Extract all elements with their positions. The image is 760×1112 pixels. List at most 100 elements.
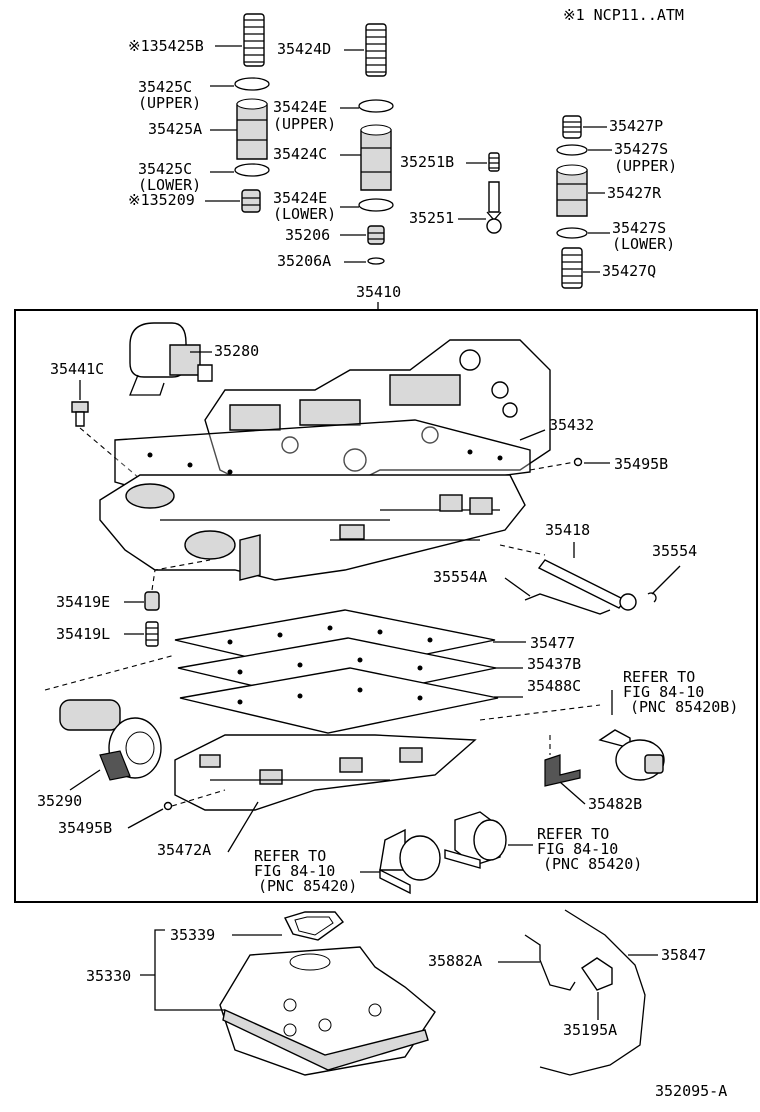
o-ring-35424E-upper: [358, 99, 394, 113]
tube-35847: [539, 909, 646, 1076]
label-135209: ※135209: [128, 191, 195, 209]
label-35290: 35290: [37, 792, 82, 810]
refer-note-3-line2: FIG 84-10: [537, 840, 618, 858]
pin-35418: [537, 559, 637, 611]
o-ring-35427S-lower: [556, 227, 588, 239]
sleeve-35424C: [360, 124, 392, 191]
label-35472A: 35472A: [157, 841, 211, 859]
check-ball-35495B-top: [573, 457, 583, 467]
label-35424E-upper: 35424E: [273, 98, 327, 116]
gasket-35339: [284, 911, 345, 941]
label-35427P: 35427P: [609, 117, 663, 135]
plate-35472A: [174, 734, 477, 811]
rod-35554A: [524, 593, 611, 615]
refer-note-2-line3: (PNC 85420): [258, 877, 357, 895]
sleeve-35427R: [556, 164, 588, 217]
label-35419L: 35419L: [56, 625, 110, 643]
label-35425C-upper-pos: (UPPER): [138, 94, 201, 112]
solenoid-85420-left: [379, 828, 441, 895]
label-35427S-upper-pos: (UPPER): [614, 157, 677, 175]
label-35251B: 35251B: [400, 153, 454, 171]
plug-35206: [367, 225, 385, 245]
clip-35554: [647, 592, 657, 603]
solenoid-85420B: [598, 729, 665, 781]
label-35554A: 35554A: [433, 568, 487, 586]
spring-35425B: [243, 13, 265, 67]
label-35427S-lower: 35427S: [612, 219, 666, 237]
label-35251: 35251: [409, 209, 454, 227]
sleeve-35425A: [236, 98, 268, 160]
label-35427S-lower-pos: (LOWER): [612, 235, 675, 253]
label-35425C-upper: 35425C: [138, 78, 192, 96]
assembly-frame: [14, 309, 758, 903]
refer-note-1-line1: REFER TO: [623, 668, 695, 686]
spring-35427P: [562, 115, 582, 139]
label-35424E-upper-pos: (UPPER): [273, 115, 336, 133]
label-35441C: 35441C: [50, 360, 104, 378]
check-ball-35495B-bottom: [163, 801, 173, 811]
label-35488C: 35488C: [527, 677, 581, 695]
refer-note-1-line3: (PNC 85420B): [630, 698, 738, 716]
bolt-35441C: [71, 401, 89, 427]
figure-code: 352095-A: [655, 1082, 727, 1100]
spring-35427Q: [561, 247, 583, 289]
label-35437B: 35437B: [527, 655, 581, 673]
valve-35419E: [144, 591, 160, 611]
label-35425C-lower-pos: (LOWER): [138, 176, 201, 194]
bracket-35482B: [544, 754, 581, 787]
o-ring-35425C-lower: [234, 163, 270, 177]
label-35847: 35847: [661, 946, 706, 964]
label-35425A: 35425A: [148, 120, 202, 138]
label-35425B: ※135425B: [128, 37, 204, 55]
label-35424E-lower: 35424E: [273, 189, 327, 207]
upper-valve-body: [204, 339, 551, 491]
plug-135209: [241, 189, 261, 213]
label-35432: 35432: [549, 416, 594, 434]
label-35339: 35339: [170, 926, 215, 944]
label-35418: 35418: [545, 521, 590, 539]
spring-35251B: [488, 152, 500, 172]
o-ring-35425C-upper: [234, 77, 270, 91]
valve-35251: [486, 181, 502, 234]
bracket-35330: [140, 929, 225, 1011]
label-35424C: 35424C: [273, 145, 327, 163]
refer-note-1-line2: FIG 84-10: [623, 683, 704, 701]
label-35280: 35280: [214, 342, 259, 360]
label-35427Q: 35427Q: [602, 262, 656, 280]
solenoid-35290: [59, 699, 162, 781]
label-35424E-lower-pos: (LOWER): [273, 205, 336, 223]
o-ring-35427S-upper: [556, 144, 588, 156]
tube-35882A: [524, 934, 576, 991]
label-35482B: 35482B: [588, 795, 642, 813]
ring-35206A: [367, 257, 385, 265]
label-35554: 35554: [652, 542, 697, 560]
label-35425C-lower: 35425C: [138, 160, 192, 178]
label-35424D: 35424D: [277, 40, 331, 58]
o-ring-35424E-lower: [358, 198, 394, 212]
label-35206A: 35206A: [277, 252, 331, 270]
solenoid-85420-right: [444, 811, 507, 869]
solenoid-35280: [129, 322, 213, 396]
label-35495B-bottom: 35495B: [58, 819, 112, 837]
label-35330: 35330: [86, 967, 131, 985]
label-35882A: 35882A: [428, 952, 482, 970]
label-35427S-upper: 35427S: [614, 140, 668, 158]
refer-note-3-line3: (PNC 85420): [543, 855, 642, 873]
strainer-35330: [219, 946, 436, 1076]
refer-note-3-line1: REFER TO: [537, 825, 609, 843]
label-35495B-top: 35495B: [614, 455, 668, 473]
label-35427R: 35427R: [607, 184, 662, 202]
clamp-35195A: [581, 957, 613, 991]
refer-note-2-line2: FIG 84-10: [254, 862, 335, 880]
label-35195A: 35195A: [563, 1021, 617, 1039]
model-note: ※1 NCP11..ATM: [563, 6, 684, 24]
spring-35419L: [145, 621, 159, 647]
label-35206: 35206: [285, 226, 330, 244]
lower-valve-body: [99, 474, 526, 581]
refer-note-2-line1: REFER TO: [254, 847, 326, 865]
label-35477: 35477: [530, 634, 575, 652]
plate-35488C: [179, 667, 499, 734]
spring-35424D: [365, 23, 387, 77]
label-35419E: 35419E: [56, 593, 110, 611]
